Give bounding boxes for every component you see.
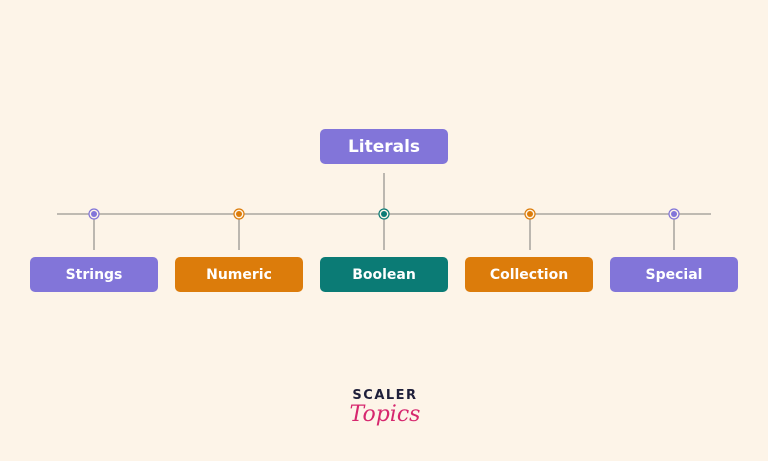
junction-dot-center bbox=[527, 211, 533, 217]
junction-dot-center bbox=[91, 211, 97, 217]
logo-wordmark-scaler: SCALER bbox=[352, 388, 418, 403]
node-collection: Collection bbox=[465, 257, 593, 292]
node-numeric: Numeric bbox=[175, 257, 303, 292]
node-special: Special bbox=[610, 257, 738, 292]
junction-dot-center bbox=[236, 211, 242, 217]
junction-dot-center bbox=[381, 211, 387, 217]
node-boolean: Boolean bbox=[320, 257, 448, 292]
scaler-topics-logo: SCALER Topics bbox=[349, 388, 421, 436]
logo-wordmark-topics: Topics bbox=[349, 402, 421, 427]
node-strings: Strings bbox=[30, 257, 158, 292]
junction-dot-center bbox=[671, 211, 677, 217]
node-literals: Literals bbox=[320, 129, 448, 164]
